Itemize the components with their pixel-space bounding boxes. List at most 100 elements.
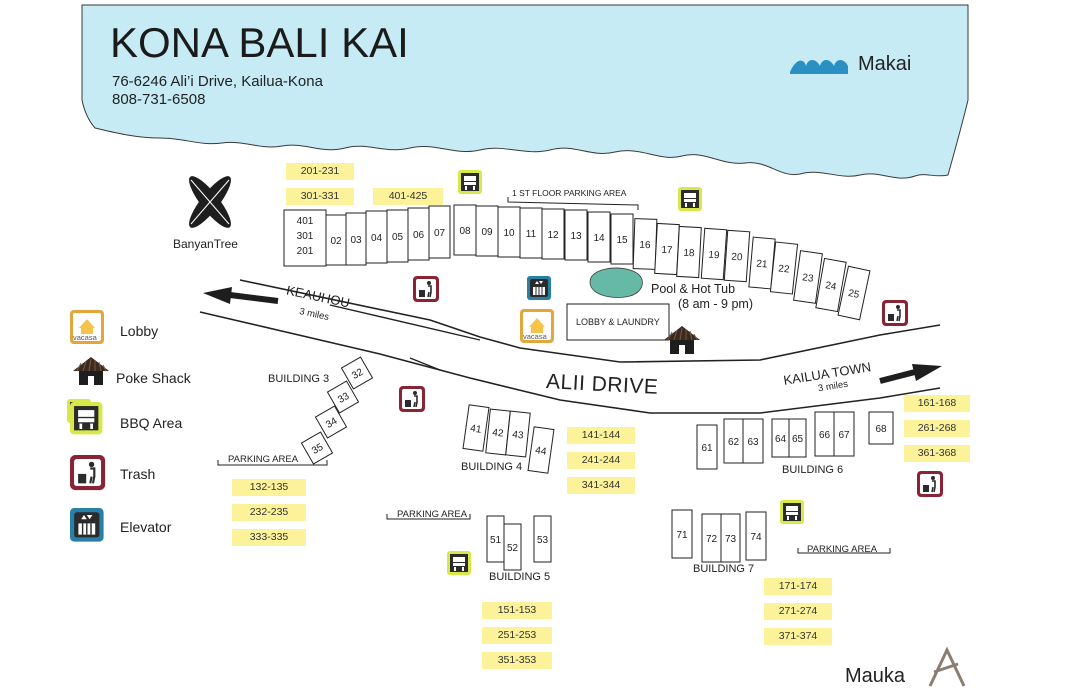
unit-number: 35 (310, 442, 326, 457)
unit-box: 71 (671, 509, 693, 559)
unit-box: 14 (587, 211, 611, 263)
ocean (81, 4, 969, 179)
unit-box: 25 (837, 265, 871, 321)
room-tag: 333-335 (232, 529, 306, 546)
unit-number: 12 (547, 230, 559, 241)
unit-number: 34 (324, 416, 340, 431)
parking-line-main (507, 197, 639, 210)
room-tag: 351-353 (482, 652, 552, 669)
unit-box: 23 (793, 250, 823, 304)
unit-number: 23 (802, 272, 815, 285)
legend-bbq-label: BBQ Area (120, 415, 183, 431)
unit-box: 15 (610, 213, 634, 265)
room-tag: 271-274 (764, 603, 832, 620)
unit-number: 06 (413, 230, 425, 241)
unit-number: 08 (459, 226, 471, 237)
unit-number: 05 (392, 232, 404, 243)
phone-number: 808-731-6508 (112, 91, 206, 108)
unit-box: 06 (407, 207, 430, 261)
room-tag: 361-368 (904, 445, 970, 462)
room-tag: 232-235 (232, 504, 306, 521)
unit-number: 65 (792, 434, 804, 445)
room-tag: 371-374 (764, 628, 832, 645)
unit-number: 72 (706, 534, 718, 545)
room-tag: 171-174 (764, 578, 832, 595)
unit-box: 10 (497, 206, 521, 258)
building-5-label: BUILDING 5 (489, 571, 551, 583)
parking-line-b7 (797, 548, 891, 554)
unit-number: 51 (490, 535, 502, 546)
unit-number: 03 (350, 235, 362, 246)
trash-icon (916, 470, 944, 498)
unit-number: 14 (593, 233, 605, 244)
unit-number: 04 (371, 233, 383, 244)
banyan-tree-label: BanyanTree (173, 237, 238, 251)
parking-area-label-b7: PARKING AREA (807, 544, 878, 555)
unit-number: 07 (434, 228, 446, 239)
unit-number: 10 (503, 228, 515, 239)
unit-number: 11 (526, 229, 537, 240)
unit-box: 65 (788, 418, 807, 458)
unit-box: 20 (723, 229, 751, 283)
alii-drive-road-top (239, 279, 941, 363)
trash-icon (881, 299, 909, 327)
unit-box: 11 (519, 207, 543, 259)
parking-line-b5 (386, 514, 471, 520)
unit-number: 33 (336, 391, 352, 406)
elevator-icon (526, 275, 552, 301)
unit-number: 25 (847, 288, 861, 301)
trash-icon (412, 275, 440, 303)
unit-box: 52 (503, 523, 522, 571)
unit-number: 24 (824, 280, 837, 293)
unit-box: 04 (365, 210, 388, 264)
unit-box: 32 (340, 356, 374, 390)
unit-number: 53 (537, 535, 549, 546)
elevator-legend-icon (69, 507, 105, 543)
unit-box: 35 (300, 431, 334, 465)
unit-number: 401 (297, 216, 314, 227)
surfboards-icon (189, 176, 231, 228)
unit-box: 66 (814, 411, 835, 457)
unit-number: 22 (778, 263, 791, 275)
unit-number: 16 (639, 240, 651, 251)
unit-number: 02 (330, 236, 342, 247)
unit-box: 03 (345, 212, 367, 266)
room-tag: 151-153 (482, 602, 552, 619)
unit-number: 20 (731, 252, 743, 264)
trash-icon (398, 385, 426, 413)
unit-number: 73 (725, 534, 737, 545)
unit-box: 53 (533, 515, 552, 563)
bbq-icon (458, 170, 482, 194)
room-tag: 401-425 (373, 188, 443, 205)
unit-number: 41 (470, 423, 483, 436)
legend-trash-label: Trash (120, 466, 156, 482)
bbq-icon (447, 551, 471, 575)
unit-box: 67 (833, 411, 855, 457)
lobby-laundry-label: LOBBY & LAUNDRY (576, 317, 660, 327)
unit-box: 19 (700, 227, 728, 281)
unit-box: 08 (453, 204, 477, 256)
unit-box: 41 (462, 404, 490, 452)
unit-number: 74 (750, 532, 762, 543)
hut-icon (72, 356, 110, 386)
unit-box: 73 (720, 513, 741, 563)
bbq-icon (678, 187, 702, 211)
room-tag: 251-253 (482, 627, 552, 644)
legend-elevator-label: Elevator (120, 519, 172, 535)
mauka-label: Mauka (845, 665, 906, 687)
legend-poke-shack-label: Poke Shack (116, 370, 191, 386)
keauhou-road-line (329, 304, 481, 341)
parking-line-b3 (217, 460, 328, 466)
unit-box: 44 (527, 426, 555, 474)
building-7-label: BUILDING 7 (693, 563, 755, 575)
unit-box: 22 (769, 241, 799, 295)
unit-box: 24 (815, 257, 847, 313)
unit-number: 43 (512, 429, 525, 441)
pool-label: Pool & Hot Tub (651, 282, 736, 296)
side-road-1 (409, 357, 441, 371)
unit-box: 07 (428, 205, 451, 259)
room-tag: 241-244 (567, 452, 635, 469)
unit-box: 43 (505, 410, 531, 458)
